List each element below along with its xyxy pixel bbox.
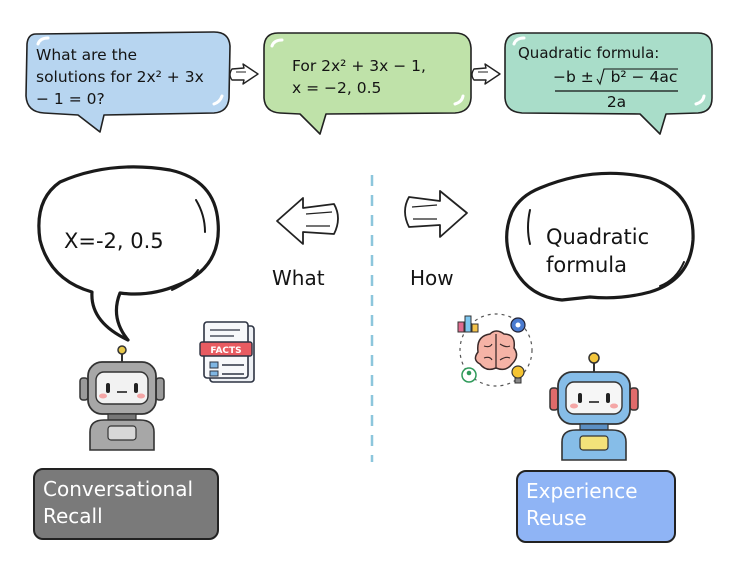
question-line-1: What are the	[36, 46, 138, 64]
answer-text: For 2x² + 3x − 1, x = −2, 0.5	[292, 55, 426, 99]
answer-line-1: For 2x² + 3x − 1,	[292, 57, 426, 75]
experience-reuse-box: Experience Reuse	[516, 470, 676, 543]
experience-reuse-line-2: Reuse	[526, 506, 587, 530]
right-speech-bubble	[505, 171, 695, 302]
conversational-recall-box: Conversational Recall	[33, 468, 219, 540]
robot-icon	[549, 352, 639, 461]
right-speech-line-1: Quadratic	[546, 225, 650, 249]
arrow-right-icon	[229, 63, 259, 85]
left-speech-text: X=-2, 0.5	[64, 229, 164, 253]
robot-icon	[79, 345, 165, 451]
experience-reuse-line-1: Experience	[526, 479, 638, 503]
question-text: What are the solutions for 2x² + 3x − 1 …	[36, 44, 204, 110]
conversational-recall-line-1: Conversational	[43, 477, 194, 501]
formula-radicand: b² − 4ac	[610, 68, 678, 86]
question-line-2: solutions for 2x² + 3x	[36, 68, 204, 86]
answer-bubble	[263, 32, 472, 135]
right-speech-text: Quadratic formula	[546, 223, 649, 279]
how-label: How	[410, 266, 454, 290]
what-label: What	[272, 266, 325, 290]
right-speech-line-2: formula	[546, 253, 627, 277]
formula-denominator: 2a	[606, 93, 627, 111]
question-bubble	[25, 31, 231, 133]
facts-label: FACTS	[210, 346, 241, 356]
formula-title: Quadratic formula:	[518, 44, 660, 62]
conversational-recall-line-2: Recall	[43, 504, 103, 528]
arrow-left-icon	[276, 197, 339, 245]
formula-numerator-prefix: −b ±	[553, 68, 599, 86]
left-speech-bubble	[37, 165, 220, 342]
formula-numerator: −b ± √b² − 4ac	[553, 68, 681, 86]
arrow-right-icon	[404, 190, 468, 238]
answer-line-2: x = −2, 0.5	[292, 79, 382, 97]
formula-bubble	[504, 32, 713, 135]
facts-document-icon	[199, 321, 255, 383]
arrow-right-icon	[471, 63, 501, 85]
question-line-3: − 1 = 0?	[36, 90, 105, 108]
brain-network-icon	[457, 313, 533, 387]
